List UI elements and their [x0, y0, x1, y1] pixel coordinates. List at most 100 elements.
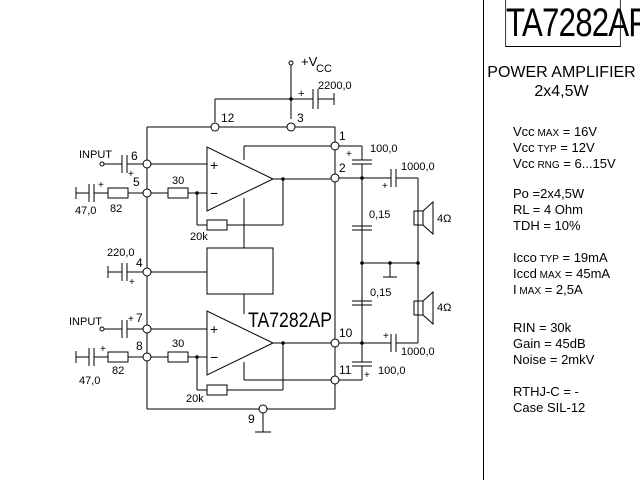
svg-text:+: + — [382, 181, 388, 192]
spec-panel — [483, 0, 640, 480]
spec-subscript: MAX — [536, 270, 562, 281]
svg-text:82: 82 — [112, 365, 124, 377]
r-in-ch2 — [167, 351, 189, 363]
r-nfb-ch2 — [206, 384, 228, 396]
svg-text:−: − — [210, 185, 218, 201]
subtitle-line1: POWER AMPLIFIER — [487, 64, 636, 81]
spec-symbol: RL — [513, 202, 530, 217]
spec-value: = 12V — [556, 140, 595, 155]
svg-text:7: 7 — [136, 311, 143, 325]
pin-3 — [286, 122, 296, 132]
spec-value: = 10% — [539, 218, 581, 233]
spec-subscript: TYP — [536, 254, 559, 265]
spec-row: Vcc MAX = 16V — [513, 124, 597, 142]
bias-block — [206, 247, 274, 295]
opamp-ch1 — [206, 146, 275, 212]
svg-text:11: 11 — [339, 363, 352, 377]
r-nfb-ch1 — [206, 219, 228, 231]
spec-row: Iccd MAX = 45mA — [513, 266, 610, 284]
svg-text:1: 1 — [339, 129, 346, 143]
svg-text:8: 8 — [136, 339, 143, 353]
svg-text:+: + — [128, 314, 134, 325]
svg-text:+: + — [346, 149, 352, 160]
svg-text:+: + — [100, 344, 106, 355]
svg-text:47,0: 47,0 — [75, 205, 96, 217]
svg-text:0,15: 0,15 — [370, 287, 391, 299]
svg-text:+: + — [298, 88, 304, 100]
svg-text:4Ω: 4Ω — [437, 302, 451, 314]
spec-value: = 30k — [535, 320, 572, 335]
vcc-label: +V — [301, 54, 318, 69]
speaker-1-icon — [413, 200, 434, 236]
pin-11 — [330, 375, 340, 385]
spec-symbol: I — [513, 282, 517, 297]
spec-symbol: TDH — [513, 218, 540, 233]
svg-text:+: + — [128, 169, 134, 180]
chip-label: TA7282AP — [248, 309, 332, 332]
spec-row: RTHJ-C = - — [513, 384, 579, 400]
pin-2 — [330, 173, 340, 183]
pin-12 — [210, 122, 220, 132]
spec-symbol: RTHJ-C — [513, 384, 560, 399]
spec-value: SIL-12 — [543, 400, 586, 415]
svg-text:+: + — [129, 277, 135, 288]
spec-symbol: Noise — [513, 352, 547, 367]
spec-row: Noise = 2mkV — [513, 352, 594, 368]
spec-symbol: RIN — [513, 320, 536, 335]
pin-8 — [142, 352, 152, 362]
pin-7 — [142, 324, 152, 334]
svg-text:30: 30 — [172, 338, 184, 350]
svg-text:+: + — [210, 157, 218, 173]
spec-subscript: MAX — [516, 286, 542, 297]
pin-5 — [142, 188, 152, 198]
spec-row: Case SIL-12 — [513, 400, 585, 416]
svg-text:4Ω: 4Ω — [437, 213, 451, 225]
spec-row: RL = 4 Ohm — [513, 202, 583, 218]
spec-symbol: Vcc — [513, 140, 535, 155]
svg-text:30: 30 — [172, 175, 184, 187]
svg-text:82: 82 — [110, 203, 122, 215]
subtitle-line2: 2x4,5W — [534, 83, 589, 100]
spec-value: = 2,5A — [541, 282, 583, 297]
pin-4 — [142, 267, 152, 277]
svg-text:+: + — [383, 331, 389, 342]
svg-text:4: 4 — [136, 256, 143, 270]
svg-text:9: 9 — [248, 412, 255, 426]
spec-value: = 19mA — [558, 250, 608, 265]
svg-text:6: 6 — [131, 149, 138, 163]
r-fb-ch1 — [107, 187, 129, 199]
svg-text:20k: 20k — [186, 393, 204, 405]
spec-value: = 6...15V — [559, 156, 616, 171]
spec-symbol: Gain — [513, 336, 541, 351]
pin-10 — [330, 338, 340, 348]
input-terminal-ch1 — [99, 161, 105, 167]
spec-symbol: Iccd — [513, 266, 537, 281]
svg-text:0,15: 0,15 — [369, 209, 390, 221]
spec-symbol: Po — [513, 186, 529, 201]
input-label-ch1: INPUT — [79, 149, 112, 161]
svg-text:20k: 20k — [190, 231, 208, 243]
svg-text:100,0: 100,0 — [378, 365, 406, 377]
spec-value: =2x4,5W — [528, 186, 585, 201]
svg-text:1000,0: 1000,0 — [401, 346, 435, 358]
spec-row: Vcc RNG = 6...15V — [513, 156, 616, 174]
speaker-2-icon — [413, 290, 434, 326]
spec-symbol: Vcc — [513, 156, 535, 171]
spec-symbol: Vcc — [513, 124, 535, 139]
spec-value: = 2mkV — [546, 352, 595, 367]
svg-text:2: 2 — [339, 161, 346, 175]
spec-row: Icco TYP = 19mA — [513, 250, 608, 268]
spec-value: = 4 Ohm — [529, 202, 583, 217]
spec-row: RIN = 30k — [513, 320, 571, 336]
svg-text:100,0: 100,0 — [370, 143, 398, 155]
svg-text:47,0: 47,0 — [79, 375, 100, 387]
spec-row: TDH = 10% — [513, 218, 581, 234]
svg-text:+: + — [210, 321, 218, 337]
svg-text:1000,0: 1000,0 — [401, 161, 435, 173]
svg-text:5: 5 — [133, 175, 140, 189]
pin-1 — [330, 141, 340, 151]
c-supply-label: 2200,0 — [318, 80, 352, 92]
spec-value: = 16V — [559, 124, 598, 139]
svg-text:10: 10 — [339, 326, 353, 340]
spec-subscript: MAX — [534, 128, 560, 139]
